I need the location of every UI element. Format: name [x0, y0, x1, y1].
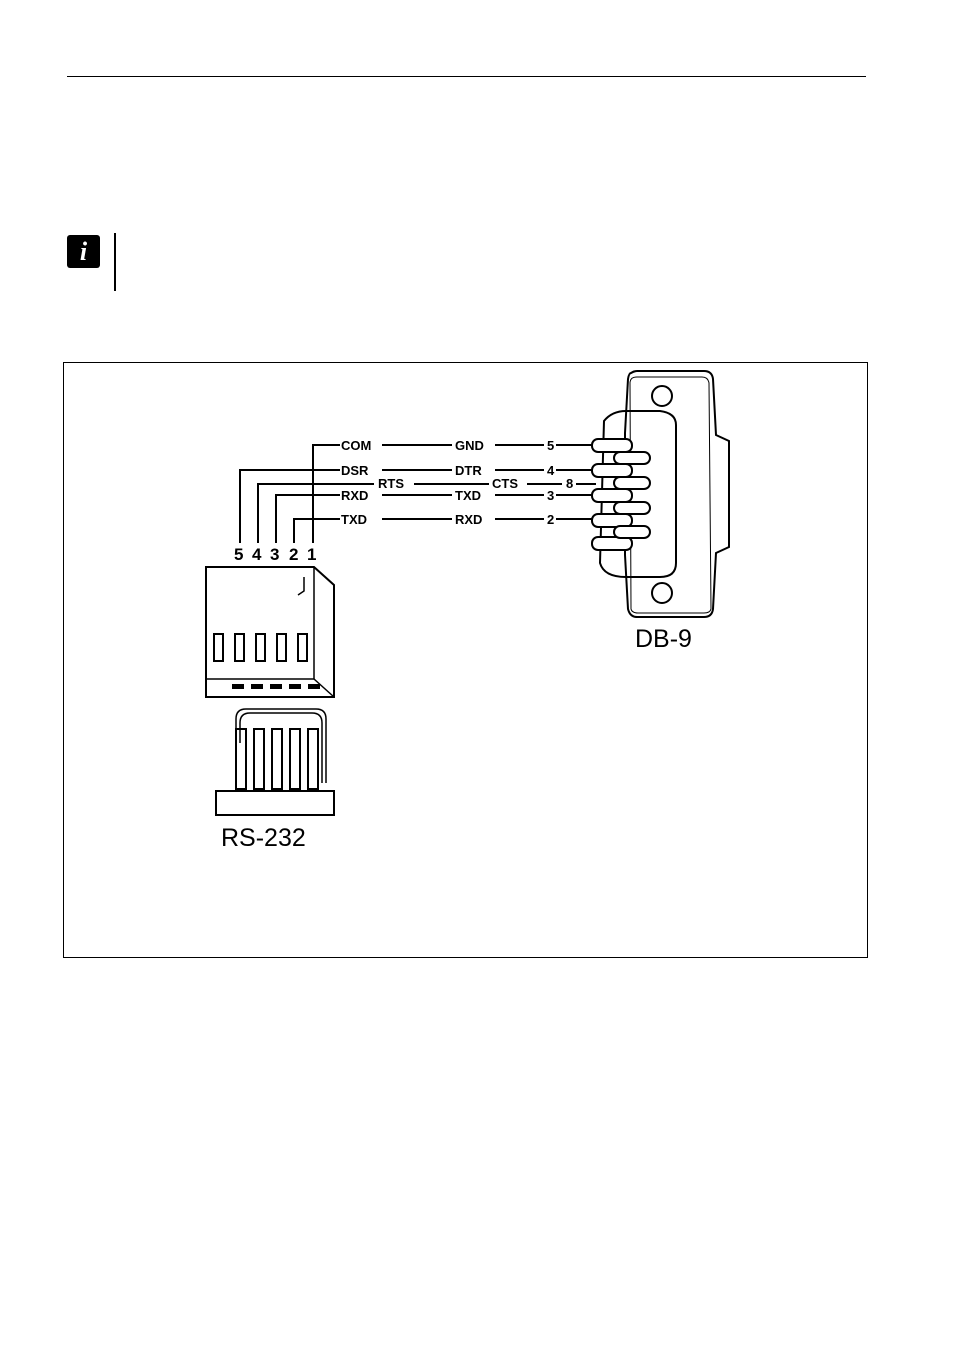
- label-rts: RTS: [378, 476, 404, 491]
- label-db9-4: 4: [547, 463, 555, 478]
- label-db9-8: 8: [566, 476, 573, 491]
- label-dsr: DSR: [341, 463, 369, 478]
- header-rule: [67, 76, 866, 77]
- db9-label: DB-9: [635, 625, 692, 653]
- label-rxd-right: RXD: [455, 512, 482, 527]
- label-rxd: RXD: [341, 488, 368, 503]
- label-cts: CTS: [492, 476, 518, 491]
- pin-number-1: 1: [307, 545, 316, 564]
- wiring-diagram: COM GND 5 DSR DTR 4 RTS CTS 8 RXD TXD 3 …: [205, 370, 730, 852]
- label-db9-3: 3: [547, 488, 554, 503]
- label-db9-2: 2: [547, 512, 554, 527]
- label-gnd: GND: [455, 438, 484, 453]
- rs232-socket: [205, 566, 335, 698]
- label-dtr: DTR: [455, 463, 482, 478]
- note-bar: [114, 233, 116, 291]
- db9-connector: [591, 370, 730, 618]
- info-icon: i: [67, 235, 100, 268]
- label-db9-5: 5: [547, 438, 554, 453]
- label-txd-right: TXD: [455, 488, 481, 503]
- pin-number-2: 2: [289, 545, 298, 564]
- pin-number-4: 4: [252, 545, 262, 564]
- rs232-label: RS-232: [221, 824, 306, 852]
- pin-number-5: 5: [234, 545, 243, 564]
- wiring-figure: COM GND 5 DSR DTR 4 RTS CTS 8 RXD TXD 3 …: [63, 362, 868, 958]
- label-txd: TXD: [341, 512, 367, 527]
- pin-number-3: 3: [270, 545, 279, 564]
- rs232-header: [215, 708, 335, 816]
- label-com: COM: [341, 438, 371, 453]
